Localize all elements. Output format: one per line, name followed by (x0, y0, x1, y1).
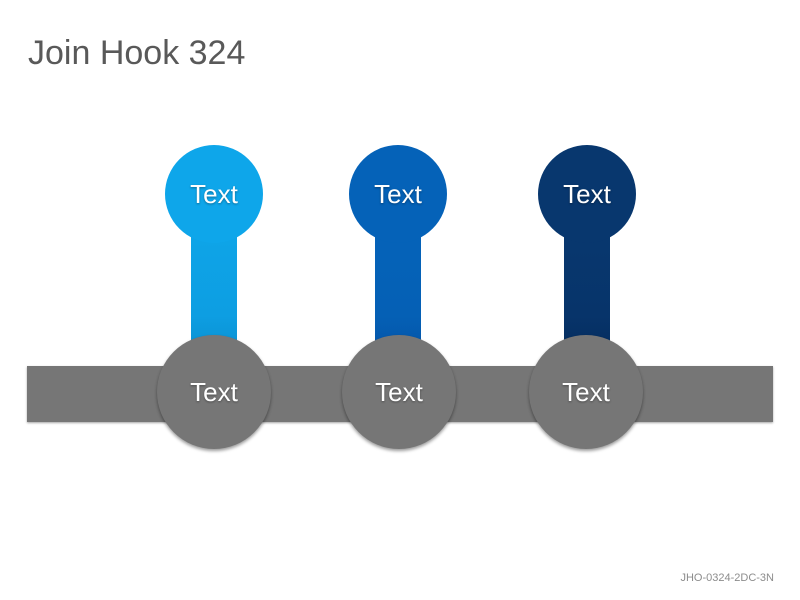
footer-code: JHO-0324-2DC-3N (680, 572, 774, 584)
top-node-1-label: Text (190, 178, 238, 209)
top-node-2: Text (349, 145, 447, 243)
bottom-node-2-label: Text (375, 376, 423, 407)
top-node-2-label: Text (374, 178, 422, 209)
connector-stem-1 (191, 225, 237, 355)
bottom-node-3-label: Text (562, 376, 610, 407)
bottom-node-2: Text (342, 335, 456, 449)
connector-stem-3 (564, 225, 610, 355)
top-node-3: Text (538, 145, 636, 243)
bottom-node-3: Text (529, 335, 643, 449)
connector-stem-2 (375, 225, 421, 355)
top-node-3-label: Text (563, 178, 611, 209)
slide-title: Join Hook 324 (28, 34, 246, 72)
top-node-1: Text (165, 145, 263, 243)
bottom-node-1: Text (157, 335, 271, 449)
bottom-node-1-label: Text (190, 376, 238, 407)
